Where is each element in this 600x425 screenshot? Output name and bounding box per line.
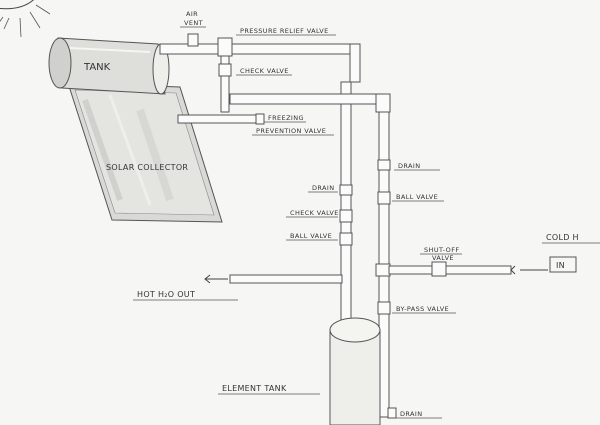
freeze-valve-label: FREEZING — [268, 114, 304, 122]
check-valve-top — [218, 63, 232, 77]
drain-right-label: DRAIN — [398, 162, 420, 170]
top-elbow-pipe — [349, 43, 361, 83]
hot-outlet-pipe — [229, 274, 343, 284]
shut-off-label-line2: VALVE — [432, 254, 454, 262]
ball-valve-left-label: BALL VALVE — [290, 232, 332, 240]
ball-valve-right-label: BALL VALVE — [396, 193, 438, 201]
drain-valve-right — [377, 159, 391, 171]
shut-off-label: SHUT-OFF — [424, 246, 459, 254]
pressure-relief-valve — [217, 37, 233, 57]
check-valve-pipe — [220, 55, 230, 113]
check-valve-top-label: CHECK VALVE — [240, 67, 289, 75]
hot-vertical-pipe — [340, 81, 352, 323]
in-box-label: IN — [556, 261, 565, 270]
cold-inlet-pipe — [388, 265, 512, 275]
upper-cross-pipe — [229, 93, 383, 105]
drain-bottom-label: DRAIN — [400, 410, 422, 418]
freeze-pipe — [177, 114, 259, 124]
tank-label: TANK — [83, 62, 111, 73]
upper-elbow — [375, 93, 391, 113]
bypass-valve-label: BY-PASS VALVE — [396, 305, 449, 313]
bypass-valve — [377, 301, 391, 315]
air-vent-fitting — [187, 33, 199, 47]
check-valve-left-label: CHECK VALVE — [290, 209, 339, 217]
drain-valve-bottom — [387, 407, 397, 419]
cold-in-label: COLD H — [546, 233, 579, 242]
ball-valve-right — [377, 191, 391, 205]
drain-valve-left — [339, 184, 353, 196]
in-box — [549, 256, 577, 273]
check-valve-left — [339, 209, 353, 223]
air-vent-label: AIR — [186, 10, 198, 18]
hot-out-label: HOT H₂O OUT — [137, 290, 195, 299]
freeze-valve-label-line2: PREVENTION VALVE — [256, 127, 326, 135]
pressure-relief-label: PRESSURE RELIEF VALVE — [240, 27, 329, 35]
air-vent-label-line2: VENT — [184, 19, 203, 27]
sun-icon — [0, 0, 51, 38]
freeze-prevention-valve — [255, 113, 265, 125]
element-tank — [329, 317, 381, 425]
solar-collector-label: SOLAR COLLECTOR — [106, 163, 188, 172]
ball-valve-left — [339, 232, 353, 246]
solar-collector — [67, 82, 223, 223]
shut-off-tee — [375, 263, 391, 277]
element-tank-label: ELEMENT TANK — [222, 384, 287, 393]
shut-off-valve — [431, 261, 447, 277]
drain-left-label: DRAIN — [312, 184, 334, 192]
